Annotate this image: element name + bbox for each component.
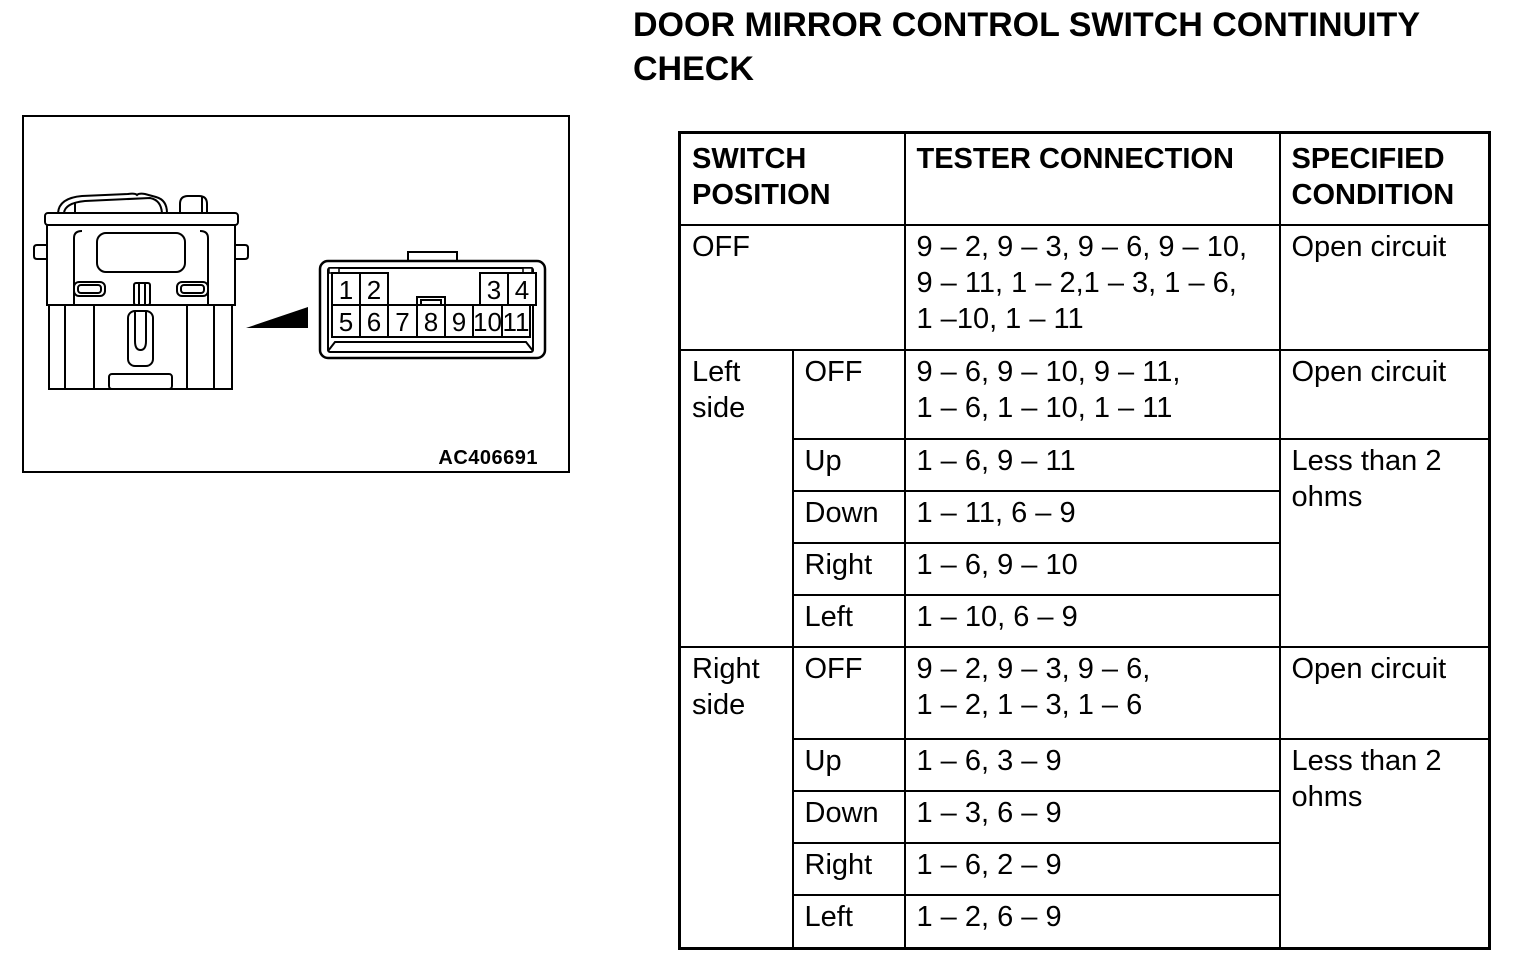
cell-tester-right-up: 1 – 6, 3 – 9	[903, 737, 1281, 792]
cell-position-left-left: Left	[791, 593, 906, 648]
cell-side-left: Left side	[678, 348, 794, 648]
table-row: Down 1 – 3, 6 – 9	[680, 789, 1490, 844]
cell-condition-right-moves: Less than 2 ohms	[1278, 737, 1491, 950]
cell-position-left-up: Up	[791, 437, 906, 492]
cell-condition-left-off: Open circuit	[1278, 348, 1491, 440]
cell-condition-left-moves: Less than 2 ohms	[1278, 437, 1491, 648]
cell-condition-off: Open circuit	[1278, 223, 1491, 351]
header-specified-condition: SPECIFIED CONDITION	[1278, 131, 1491, 226]
pin-number-9: 9	[452, 307, 466, 337]
cell-tester-left-left: 1 – 10, 6 – 9	[903, 593, 1281, 648]
cell-tester-left-right: 1 – 6, 9 – 10	[903, 541, 1281, 596]
figure-box: 1 2 3 4 5 6 7 8 9 10 11 AC406691	[22, 115, 570, 473]
cell-position-right-down: Down	[791, 789, 906, 844]
cell-condition-right-off: Open circuit	[1278, 645, 1491, 740]
table-row: Left 1 – 2, 6 – 9	[680, 893, 1490, 950]
cell-position-left-off: OFF	[791, 348, 906, 440]
table-row: Up 1 – 6, 9 – 11 Less than 2 ohms	[680, 437, 1491, 648]
cell-position-right-up: Up	[791, 737, 906, 792]
cell-tester-right-down: 1 – 3, 6 – 9	[903, 789, 1281, 844]
table-row: Right 1 – 6, 9 – 10	[680, 541, 1490, 596]
pin-number-10: 10	[473, 307, 502, 337]
continuity-check-table: SWITCH POSITION TESTER CONNECTION SPECIF…	[678, 131, 1491, 950]
pin-number-8: 8	[424, 307, 438, 337]
header-switch-position: SWITCH POSITION	[678, 131, 906, 226]
mirror-switch-illustration	[33, 192, 249, 390]
pin-number-6: 6	[367, 307, 381, 337]
cell-position-left-right: Right	[791, 541, 906, 596]
pointer-arrow-icon	[246, 307, 308, 328]
table-row: Right side OFF 9 – 2, 9 – 3, 9 – 6, 1 – …	[678, 645, 1491, 950]
cell-position-right-left: Left	[791, 893, 906, 950]
pin-number-3: 3	[487, 275, 501, 305]
switch-and-connector-diagram: 1 2 3 4 5 6 7 8 9 10 11	[33, 192, 547, 390]
pin-number-4: 4	[515, 275, 529, 305]
cell-position-left-down: Down	[791, 489, 906, 544]
cell-side-right: Right side	[678, 645, 794, 950]
cell-position-right-off: OFF	[791, 645, 906, 740]
table-row: Up 1 – 6, 3 – 9 Less than 2 ohms	[680, 737, 1491, 950]
table-row: Left side OFF 9 – 6, 9 – 10, 9 – 11, 1 –…	[678, 348, 1491, 648]
cell-position-off: OFF	[678, 223, 906, 351]
pin-number-5: 5	[339, 307, 353, 337]
connector-pinout: 1 2 3 4 5 6 7 8 9 10 11	[318, 251, 547, 360]
header-tester-connection: TESTER CONNECTION	[903, 131, 1281, 226]
cell-tester-left-up: 1 – 6, 9 – 11	[903, 437, 1281, 492]
cell-tester-right-left: 1 – 2, 6 – 9	[903, 893, 1281, 950]
table-row: Down 1 – 11, 6 – 9	[680, 489, 1490, 544]
pin-number-7: 7	[395, 307, 409, 337]
page-title: DOOR MIRROR CONTROL SWITCH CONTINUITY CH…	[633, 6, 1420, 88]
cell-tester-off: 9 – 2, 9 – 3, 9 – 6, 9 – 10, 9 – 11, 1 –…	[903, 223, 1281, 351]
table-row: OFF 9 – 2, 9 – 3, 9 – 6, 9 – 10, 9 – 11,…	[678, 223, 1491, 351]
cell-position-right-right: Right	[791, 841, 906, 896]
pin-number-1: 1	[339, 275, 353, 305]
table-row: Right 1 – 6, 2 – 9	[680, 841, 1490, 896]
pin-number-2: 2	[367, 275, 381, 305]
pin-number-11: 11	[503, 307, 530, 337]
cell-tester-right-off: 9 – 2, 9 – 3, 9 – 6, 1 – 2, 1 – 3, 1 – 6	[903, 645, 1281, 740]
table-row: Left 1 – 10, 6 – 9	[680, 593, 1490, 648]
cell-tester-right-right: 1 – 6, 2 – 9	[903, 841, 1281, 896]
cell-tester-left-down: 1 – 11, 6 – 9	[903, 489, 1281, 544]
figure-id-label: AC406691	[438, 447, 538, 469]
cell-tester-left-off: 9 – 6, 9 – 10, 9 – 11, 1 – 6, 1 – 10, 1 …	[903, 348, 1281, 440]
